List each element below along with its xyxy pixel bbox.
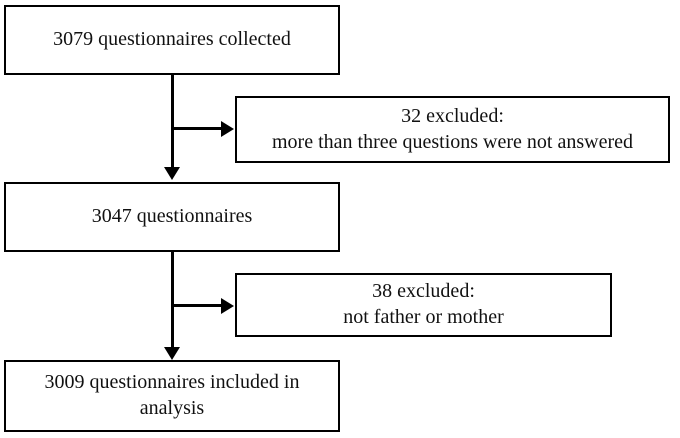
node-included-line2: analysis xyxy=(139,397,205,419)
node-excluded-2-line2: not father or mother xyxy=(343,306,504,328)
arrowhead-right-icon xyxy=(221,120,234,137)
node-excluded-not-parent: 38 excluded: not father or mother xyxy=(235,273,612,337)
node-excluded-unanswered-questions: 32 excluded: more than three questions w… xyxy=(235,96,670,163)
node-included-text: 3009 questionnaires included in analysis xyxy=(14,370,330,421)
node-excluded-1-line2: more than three questions were not answe… xyxy=(272,130,633,153)
node-excluded-2-text: 38 excluded: not father or mother xyxy=(245,279,602,330)
node-questionnaires-collected: 3079 questionnaires collected xyxy=(4,5,340,75)
node-excluded-2-line1: 38 excluded: xyxy=(372,280,475,303)
connector-remaining-to-excluded-2 xyxy=(171,304,223,307)
arrowhead-right-icon xyxy=(221,297,234,314)
connector-collected-to-remaining xyxy=(171,75,174,167)
node-excluded-1-text: 32 excluded: more than three questions w… xyxy=(245,104,660,155)
arrowhead-down-icon xyxy=(164,167,180,180)
node-questionnaires-included-in-analysis: 3009 questionnaires included in analysis xyxy=(4,360,340,432)
node-questionnaires-remaining: 3047 questionnaires xyxy=(4,182,340,252)
connector-remaining-to-included xyxy=(171,252,174,347)
node-questionnaires-remaining-label: 3047 questionnaires xyxy=(91,205,253,228)
connector-collected-to-excluded-1 xyxy=(171,127,223,130)
arrowhead-down-icon xyxy=(164,347,180,360)
node-included-line1: 3009 questionnaires included in xyxy=(44,371,300,394)
node-questionnaires-collected-label: 3079 questionnaires collected xyxy=(53,28,291,51)
node-excluded-1-line1: 32 excluded: xyxy=(401,104,504,127)
